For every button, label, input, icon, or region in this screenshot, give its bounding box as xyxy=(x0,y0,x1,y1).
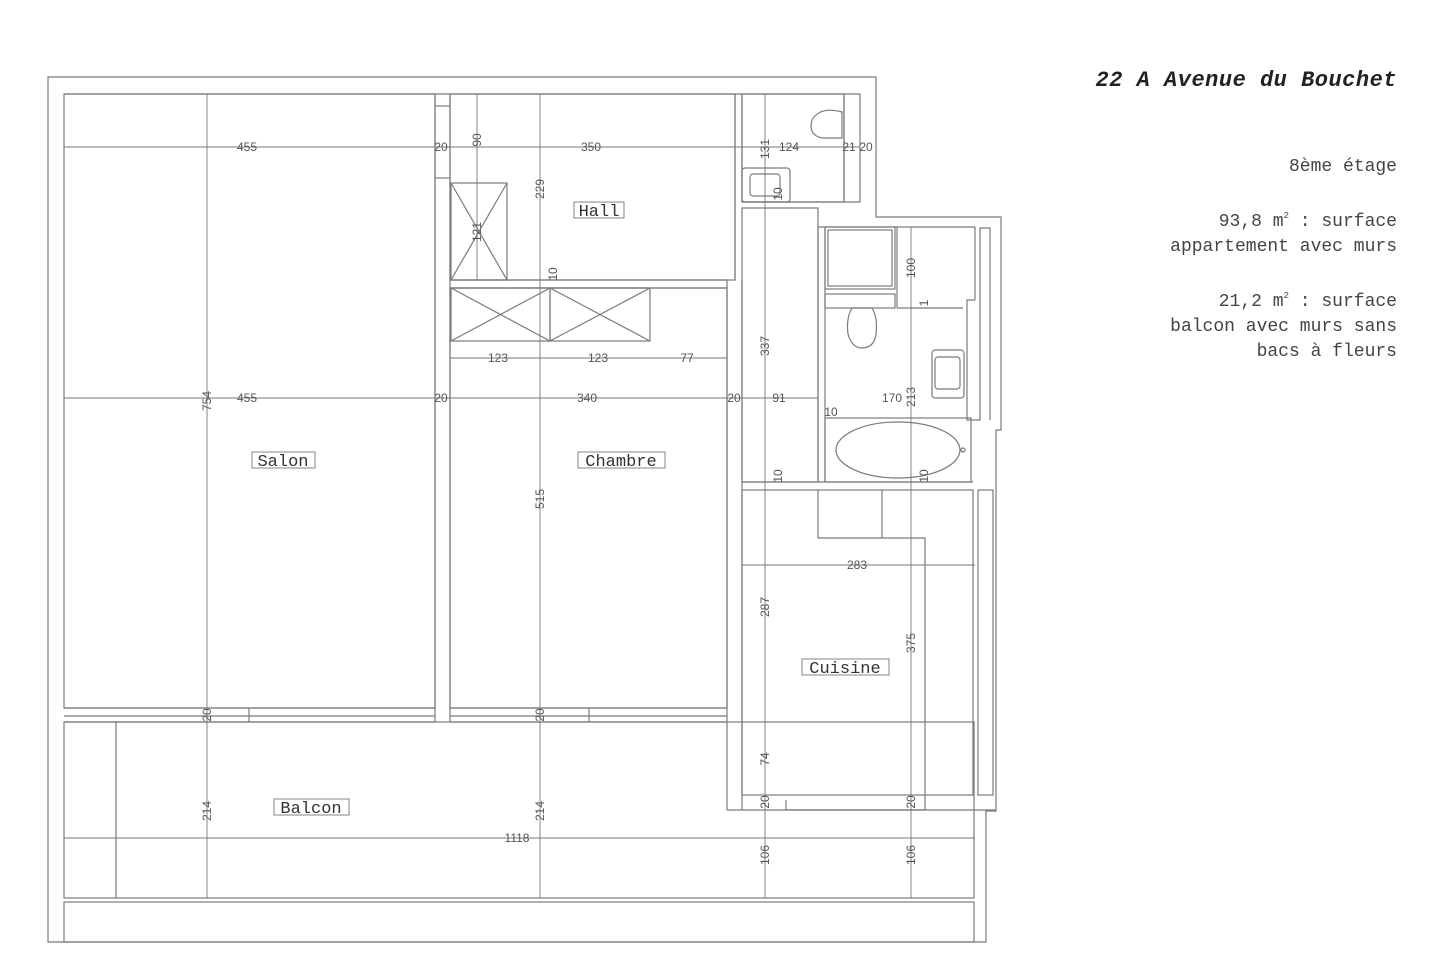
dim-label: 10 xyxy=(771,469,785,483)
surface-balcony: 21,2 m2 : surface xyxy=(1037,284,1397,315)
dim-label: 20 xyxy=(904,795,918,809)
bathtub xyxy=(824,417,972,483)
surface-apartment: 93,8 m2 : surface xyxy=(1037,204,1397,235)
dim-label: 10 xyxy=(917,469,931,483)
dim-label: 287 xyxy=(758,597,772,617)
dim-label: 10 xyxy=(546,267,560,281)
dim-label: 283 xyxy=(847,558,867,572)
dim-label: 455 xyxy=(237,391,257,405)
dim-label: 123 xyxy=(488,351,508,365)
address-title: 22 A Avenue du Bouchet xyxy=(1095,68,1397,93)
info-panel: 22 A Avenue du Bouchet 8ème étage 93,8 m… xyxy=(1037,68,1397,365)
room-label-hall: Hall xyxy=(579,203,620,222)
floor-label: 8ème étage xyxy=(1288,157,1397,177)
dim-label: 106 xyxy=(758,845,772,865)
dim-label: 1118 xyxy=(505,831,530,845)
dim-label: 91 xyxy=(772,391,786,405)
dim-label: 20 xyxy=(859,140,873,154)
dim-label: 350 xyxy=(581,140,601,154)
dim-label: 106 xyxy=(904,845,918,865)
dim-label: 455 xyxy=(237,140,257,154)
dim-label: 74 xyxy=(758,752,772,766)
dim-label: 20 xyxy=(533,708,547,722)
dim-label: 10 xyxy=(824,405,838,419)
dim-label: 515 xyxy=(533,489,547,509)
dim-label: 100 xyxy=(904,258,918,278)
balcon-area xyxy=(63,721,975,899)
room-label-salon: Salon xyxy=(257,453,308,472)
toilet-icon-2 xyxy=(846,307,878,349)
corridor xyxy=(741,207,819,483)
dim-label: 21 xyxy=(842,140,856,154)
surface-balcony-suffix: : surface xyxy=(1288,292,1397,312)
dim-label: 90 xyxy=(470,133,484,147)
dim-label: 1 xyxy=(917,299,931,306)
dim-label: 375 xyxy=(904,633,918,653)
dim-label: 340 xyxy=(577,391,597,405)
dim-label: 214 xyxy=(200,801,214,821)
dim-label: 77 xyxy=(680,351,694,365)
dim-label: 229 xyxy=(533,179,547,199)
dim-label: 20 xyxy=(434,140,448,154)
surface-apartment-suffix: : surface xyxy=(1288,212,1397,232)
bathtub-basin xyxy=(835,421,961,479)
surface-apartment-desc: appartement avec murs xyxy=(1170,237,1397,257)
outer-wall xyxy=(47,76,1002,943)
sink-icon-2 xyxy=(931,349,965,399)
shower xyxy=(824,226,896,290)
hall-room xyxy=(449,93,736,281)
dim-label: 754 xyxy=(200,391,214,411)
dim-label: 124 xyxy=(779,140,799,154)
toilet-icon xyxy=(810,109,843,139)
dim-label: 20 xyxy=(727,391,741,405)
superscript: 2 xyxy=(1283,291,1289,301)
room-label-cuisine: Cuisine xyxy=(809,660,880,679)
surface-apartment-value: 93,8 m xyxy=(1218,212,1284,232)
dim-label: 131 xyxy=(758,139,772,159)
superscript: 2 xyxy=(1283,211,1289,221)
dim-label: 170 xyxy=(882,391,902,405)
dim-label: 121 xyxy=(470,222,484,242)
dim-label: 214 xyxy=(533,801,547,821)
dim-label: 123 xyxy=(588,351,608,365)
surface-balcony-desc-2: bacs à fleurs xyxy=(1256,342,1397,362)
inner-wall xyxy=(64,93,861,203)
dim-label: 20 xyxy=(200,708,214,722)
dim-label: 20 xyxy=(434,391,448,405)
surface-balcony-value: 21,2 m xyxy=(1218,292,1284,312)
room-label-balcon: Balcon xyxy=(280,800,341,819)
dim-label: 337 xyxy=(758,336,772,356)
surface-balcony-desc-1: balcon avec murs sans xyxy=(1170,317,1397,337)
dim-label: 10 xyxy=(771,187,785,201)
flower-box xyxy=(63,901,975,943)
dim-label: 213 xyxy=(904,387,918,407)
room-label-chambre: Chambre xyxy=(585,453,656,472)
dim-label: 20 xyxy=(758,795,772,809)
cuisine-room xyxy=(741,489,974,796)
sink-icon xyxy=(741,167,791,203)
